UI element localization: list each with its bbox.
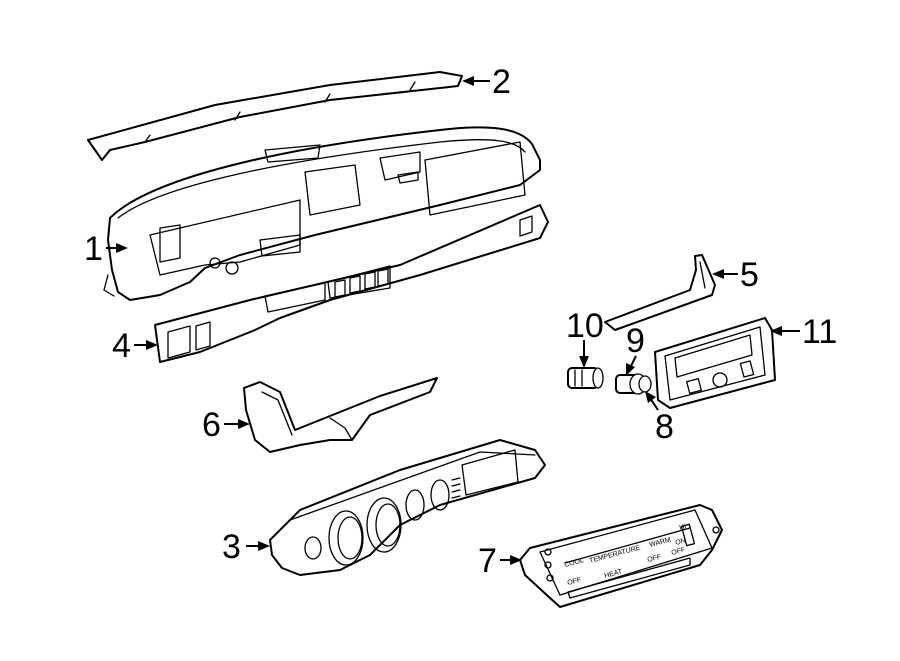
climate-off-right-label: OFF (671, 547, 686, 557)
part-9-lighter-housing (615, 373, 652, 395)
arrowhead-3 (258, 541, 270, 551)
leader-lines (106, 76, 800, 565)
callout-2: 2 (492, 63, 511, 101)
part-2-defroster-trim (87, 71, 463, 161)
part-1-instrument-panel (103, 126, 541, 301)
part-7-climate-panel: TEMPERATURE COOL WARM HEAT OFF OFF OFF H… (519, 504, 723, 608)
part-4-lower-trim (154, 204, 549, 363)
part-3-cluster-bezel (269, 439, 546, 576)
callout-5: 5 (740, 256, 759, 294)
callout-1: 1 (84, 230, 103, 268)
climate-on-label: ON (675, 537, 687, 546)
arrowhead-8 (645, 391, 656, 403)
arrowhead-1 (116, 243, 128, 253)
climate-off-mid-label: OFF (647, 554, 662, 564)
callout-8: 8 (655, 408, 674, 446)
callout-3: 3 (222, 528, 241, 566)
arrowhead-5 (712, 269, 724, 279)
climate-off-left-label: OFF (567, 577, 582, 587)
climate-hi-label: HI (679, 523, 688, 532)
arrowhead-10 (579, 356, 589, 368)
callout-4: 4 (112, 327, 131, 365)
part-11-bezel (654, 317, 776, 409)
callout-7: 7 (478, 542, 497, 580)
arrowhead-11 (770, 326, 782, 336)
arrowhead-6 (238, 419, 250, 429)
arrowhead-9 (626, 363, 635, 376)
climate-heat-label: HEAT (604, 568, 624, 580)
part-5-trim-strip (604, 254, 716, 331)
callout-10: 10 (566, 307, 604, 345)
callout-6: 6 (202, 406, 221, 444)
callout-11: 11 (802, 313, 837, 351)
climate-cool-label: COOL (564, 557, 585, 569)
part-6-lower-panel (243, 377, 438, 453)
arrowhead-4 (146, 340, 158, 350)
arrowhead-7 (510, 555, 522, 565)
arrowhead-2 (462, 76, 474, 86)
part-10-lighter-element (567, 367, 604, 389)
callout-labels: 2 1 4 5 11 10 9 8 6 3 7 (84, 63, 837, 580)
callout-9: 9 (626, 322, 645, 360)
